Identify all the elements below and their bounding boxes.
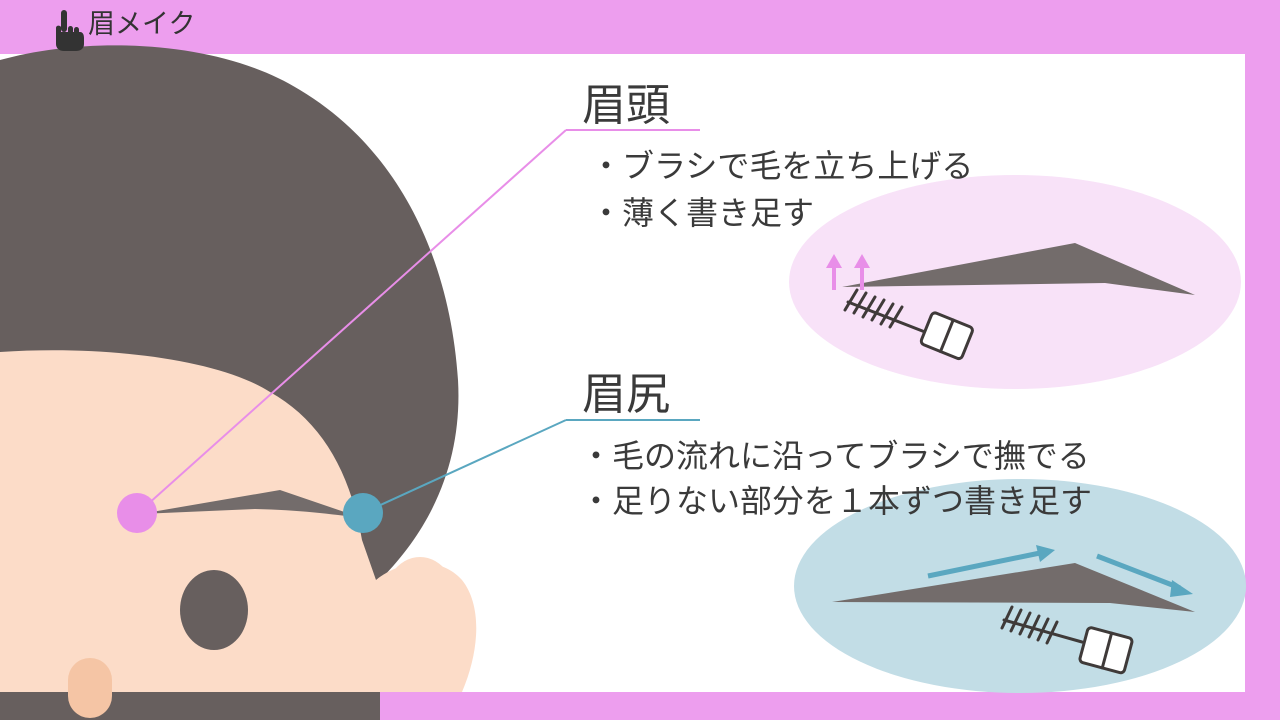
arrow-up-icon [854,254,870,290]
brow-head-marker [117,493,157,533]
page-title: 眉メイク [88,9,196,40]
face-skin [0,350,477,692]
bullet-item: ・足りない部分を１本ずつ書き足す [580,482,1093,520]
bullet-item: ・ブラシで毛を立ち上げる [590,147,974,185]
pointing-hand-icon [56,10,84,51]
brow-tail-marker [343,493,383,533]
spoolie-brush-icon [843,288,974,361]
arrow-right-icon [1096,553,1193,597]
face-illustration [0,45,477,720]
nose [68,658,112,718]
ear [380,557,460,667]
spoolie-brush-icon [1000,605,1134,675]
section-heading-brow-head: 眉頭 [582,80,670,131]
eyebrow [140,490,362,518]
brow-shape-pink [842,243,1195,295]
section-heading-brow-tail: 眉尻 [582,369,670,420]
arrow-right-icon [927,545,1055,579]
connector-line-brow-head [137,129,567,514]
brow-head-illustration [789,175,1241,389]
arrow-up-icon [826,254,842,290]
connector-line-brow-tail [362,419,567,514]
brow-shape-blue [832,563,1195,612]
brow-tail-illustration [794,479,1246,693]
bullet-item: ・薄く書き足す [590,194,815,232]
eye [180,570,248,650]
bullet-item: ・毛の流れに沿ってブラシで撫でる [580,437,1090,475]
